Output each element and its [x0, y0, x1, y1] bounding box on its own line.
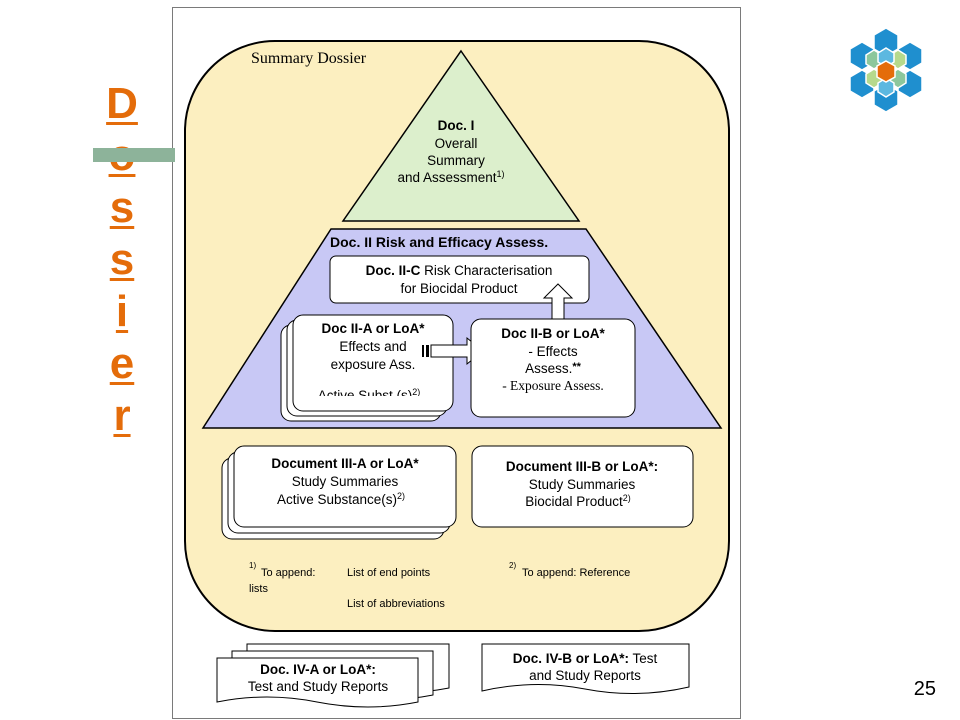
- doc1-line1: Overall: [435, 136, 478, 151]
- arrow-tail-stripe: [426, 345, 429, 357]
- doc1-title: Doc. I: [438, 118, 475, 133]
- doc1-line2: Summary: [427, 153, 485, 168]
- doc1-sup: 1): [497, 169, 505, 179]
- accent-bar: [93, 148, 175, 162]
- slide-number: 25: [913, 678, 936, 700]
- doc2-title: Doc. II Risk and Efficacy Assess.: [330, 234, 548, 250]
- doc2b-box: [470, 318, 636, 418]
- doc3b-line2-text: Biocidal Product: [525, 494, 623, 509]
- doc2a-line1: Effects and: [339, 339, 406, 354]
- doc1-line3-text: and Assessment: [397, 170, 496, 185]
- dossier-letter: D: [106, 79, 138, 128]
- doc2b-stars: **: [572, 361, 581, 373]
- doc4b-line1: Doc. IV-B or LoA*: Test: [513, 651, 658, 666]
- doc3a-line2: Active Substance(s)2): [277, 491, 405, 507]
- doc2a-line2: exposure Ass.: [331, 357, 416, 372]
- dossier-diagram: Summary Dossier Doc. II Risk and Efficac…: [184, 40, 730, 708]
- doc2c-box: [329, 255, 590, 304]
- doc3a-line1: Study Summaries: [292, 474, 399, 489]
- up-arrow: [542, 283, 574, 320]
- doc4b-rest: Test: [629, 651, 658, 666]
- dossier-letter: s: [109, 235, 135, 284]
- doc2a-sup: 2): [412, 387, 420, 397]
- doc2c-bold: Doc. II-C: [366, 263, 421, 278]
- doc3a-card: [233, 445, 457, 528]
- dossier-vertical-title: D o s s i e r: [102, 78, 142, 442]
- doc2b-title: Doc II-B or LoA*: [501, 326, 605, 341]
- doc4a-line1: Test and Study Reports: [248, 679, 389, 694]
- summary-dossier-label: Summary Dossier: [251, 50, 367, 67]
- doc2c-line2: for Biocidal Product: [400, 281, 517, 296]
- footnote1-item1: List of end points: [347, 567, 431, 579]
- hexagon-cluster-logo-icon: [849, 27, 923, 113]
- doc2b-line3: - Exposure Assess.: [502, 378, 604, 393]
- footnote1-item2: List of abbreviations: [347, 598, 445, 610]
- doc3b-sup: 2): [623, 493, 631, 503]
- doc2b-line1: - Effects: [528, 344, 578, 359]
- dossier-letter: i: [115, 287, 129, 336]
- dossier-letter: s: [109, 183, 135, 232]
- doc3a-title: Document III-A or LoA*: [271, 456, 419, 471]
- doc2b-line2: Assess.**: [525, 361, 582, 376]
- doc1-triangle: [341, 49, 581, 222]
- doc4b-sheet: [481, 643, 690, 695]
- doc4b-line2: and Study Reports: [529, 668, 641, 683]
- doc2c-line1: Doc. II-C Risk Characterisation: [366, 263, 553, 278]
- footnote2-number: 2): [509, 561, 516, 570]
- doc3b-title: Document III-B or LoA*:: [506, 459, 658, 474]
- footnote1-number: 1): [249, 561, 256, 570]
- doc1-line3: and Assessment1): [397, 169, 504, 185]
- doc2a-card: [292, 314, 454, 412]
- doc4a-sheet: [216, 657, 419, 708]
- diagram-frame: Summary Dossier Doc. II Risk and Efficac…: [172, 7, 741, 719]
- doc3b-line1: Study Summaries: [529, 477, 636, 492]
- doc4a-title: Doc. IV-A or LoA*:: [260, 662, 376, 677]
- dossier-letter: e: [109, 339, 135, 388]
- dossier-letter: r: [113, 391, 131, 440]
- footnote2-text: To append: Reference: [522, 567, 630, 579]
- doc2c-rest: Risk Characterisation: [420, 263, 552, 278]
- footnote1-label: To append:: [261, 567, 315, 579]
- arrow-tail-stripe: [422, 345, 424, 357]
- doc3a-line2-text: Active Substance(s): [277, 492, 397, 507]
- footnote1-cont: lists: [249, 583, 268, 595]
- doc4b-bold: Doc. IV-B or LoA*:: [513, 651, 629, 666]
- doc2b-line2-text: Assess.: [525, 361, 572, 376]
- logo-hexagons: [849, 27, 923, 113]
- doc2a-crop-mask: [301, 396, 447, 408]
- doc3a-sup: 2): [397, 491, 405, 501]
- doc3b-line2: Biocidal Product2): [525, 493, 631, 509]
- doc2a-title: Doc II-A or LoA*: [322, 321, 426, 336]
- doc3b-box: [471, 445, 694, 528]
